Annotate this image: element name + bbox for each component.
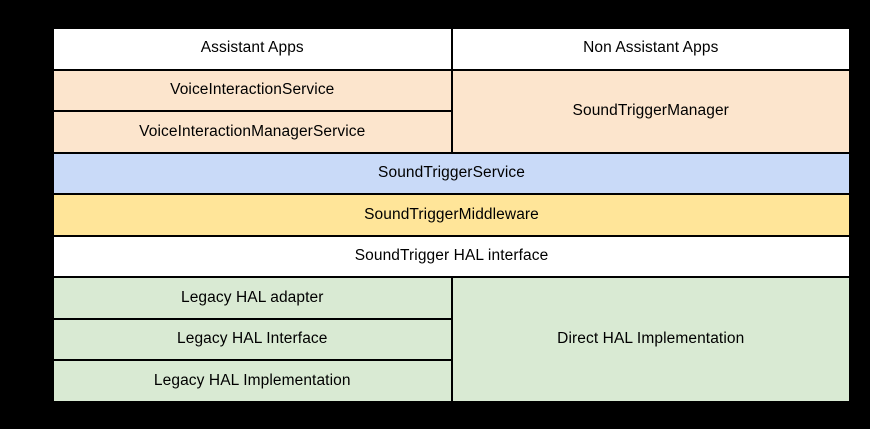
soundtrigger-architecture-diagram: Assistant Apps Non Assistant Apps VoiceI… xyxy=(52,27,851,403)
cell-direct-hal-implementation: Direct HAL Implementation xyxy=(452,278,849,401)
cell-legacy-hal-implementation: Legacy HAL Implementation xyxy=(54,361,451,401)
cell-voice-interaction-service: VoiceInteractionService xyxy=(54,70,451,111)
cell-sound-trigger-service: SoundTriggerService xyxy=(54,153,849,194)
cell-soundtrigger-hal-interface: SoundTrigger HAL interface xyxy=(54,236,849,277)
cell-non-assistant-apps: Non Assistant Apps xyxy=(452,29,849,69)
cell-legacy-hal-adapter: Legacy HAL adapter xyxy=(54,278,451,318)
cell-sound-trigger-middleware: SoundTriggerMiddleware xyxy=(54,195,849,235)
cell-legacy-hal-interface: Legacy HAL Interface xyxy=(54,319,451,360)
cell-assistant-apps: Assistant Apps xyxy=(54,29,451,69)
cell-sound-trigger-manager: SoundTriggerManager xyxy=(452,70,849,152)
cell-voice-interaction-manager-service: VoiceInteractionManagerService xyxy=(54,112,451,152)
